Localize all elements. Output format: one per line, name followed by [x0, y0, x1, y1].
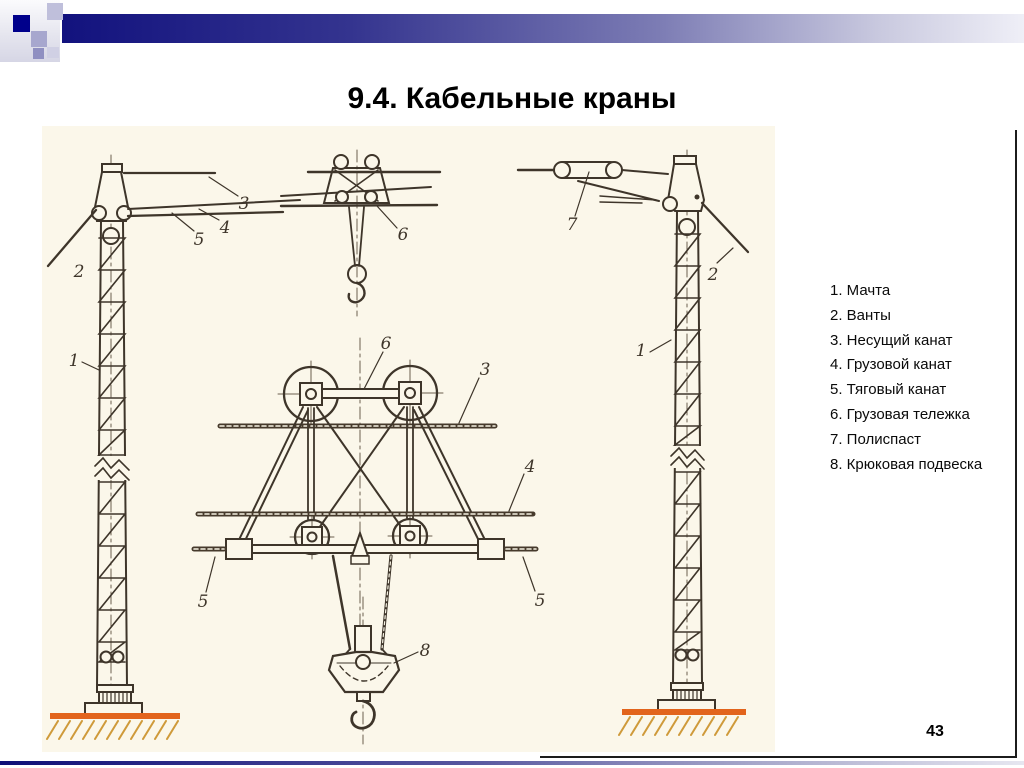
bottom-gradient-bar: [0, 761, 1024, 765]
main-trolley-detail: [191, 337, 539, 651]
legend-item-3: 3. Несущий канат: [830, 331, 953, 349]
legend-item-1: 1. Мачта: [830, 282, 891, 299]
decor-square-navy: [13, 15, 30, 32]
polispast-detail: [516, 161, 669, 217]
diagram-label-mast-right: 1: [636, 341, 647, 361]
diagram-label-trolley-small: 6: [398, 225, 409, 245]
diagram-label-rope5-left: 5: [198, 592, 209, 612]
small-trolley-detail: [279, 149, 442, 317]
ground-left-hatch: [46, 720, 179, 740]
scan-paper-background: [42, 126, 775, 752]
hook-block-detail: [327, 596, 419, 745]
legend-item-6: 6. Грузовая тележка: [830, 405, 970, 423]
left-mast-cables: [46, 171, 301, 268]
page-number: 43: [926, 723, 944, 740]
decor-square-lavender-top: [47, 3, 63, 20]
legend-item-2: 2. Ванты: [830, 306, 891, 324]
legend-item-4: 4. Грузовой канат: [830, 356, 952, 374]
ground-right-hatch: [618, 716, 739, 736]
decor-square-lavender-mid: [31, 31, 47, 47]
diagram-label-rope5: 5: [194, 230, 205, 250]
picture-frame: [540, 130, 1017, 758]
crane-diagram: 1 2 3 4 5 6 7 2 1 6 3 4 5 5 8: [42, 126, 1017, 758]
ground-left: [50, 713, 180, 719]
diagram-label-guy-right: 2: [707, 265, 719, 285]
slide-title: 9.4. Кабельные краны: [347, 82, 677, 115]
diagram-label-rope4: 4: [219, 218, 231, 238]
left-mast: [84, 154, 143, 716]
diagram-label-rope3: 3: [239, 194, 250, 214]
decor-square-light: [47, 47, 59, 58]
diagram-label-mast-left: 1: [69, 351, 80, 371]
diagram-label-polispast: 7: [567, 215, 578, 235]
diagram-label-rope4-main: 4: [524, 457, 536, 477]
decor-square-slate: [33, 48, 44, 59]
top-gradient-bar: [62, 14, 1024, 43]
legend-item-7: 7. Полиспаст: [830, 430, 921, 448]
diagram-label-rope5-right: 5: [535, 591, 546, 611]
legend-item-5: 5. Тяговый канат: [830, 381, 947, 399]
legend-item-8: 8. Крюковая подвеска: [830, 455, 983, 473]
diagram-label-rope3-main: 3: [480, 360, 491, 380]
right-mast: [649, 149, 750, 713]
left-mast-leaders: [81, 176, 239, 371]
legend: 1. Мачта 2. Ванты 3. Несущий канат 4. Гр…: [830, 279, 982, 477]
diagram-label-hook: 8: [420, 641, 431, 661]
diagram-label-guy-left: 2: [73, 262, 85, 282]
diagram-label-trolley-main: 6: [381, 334, 392, 354]
ground-right: [622, 709, 746, 715]
